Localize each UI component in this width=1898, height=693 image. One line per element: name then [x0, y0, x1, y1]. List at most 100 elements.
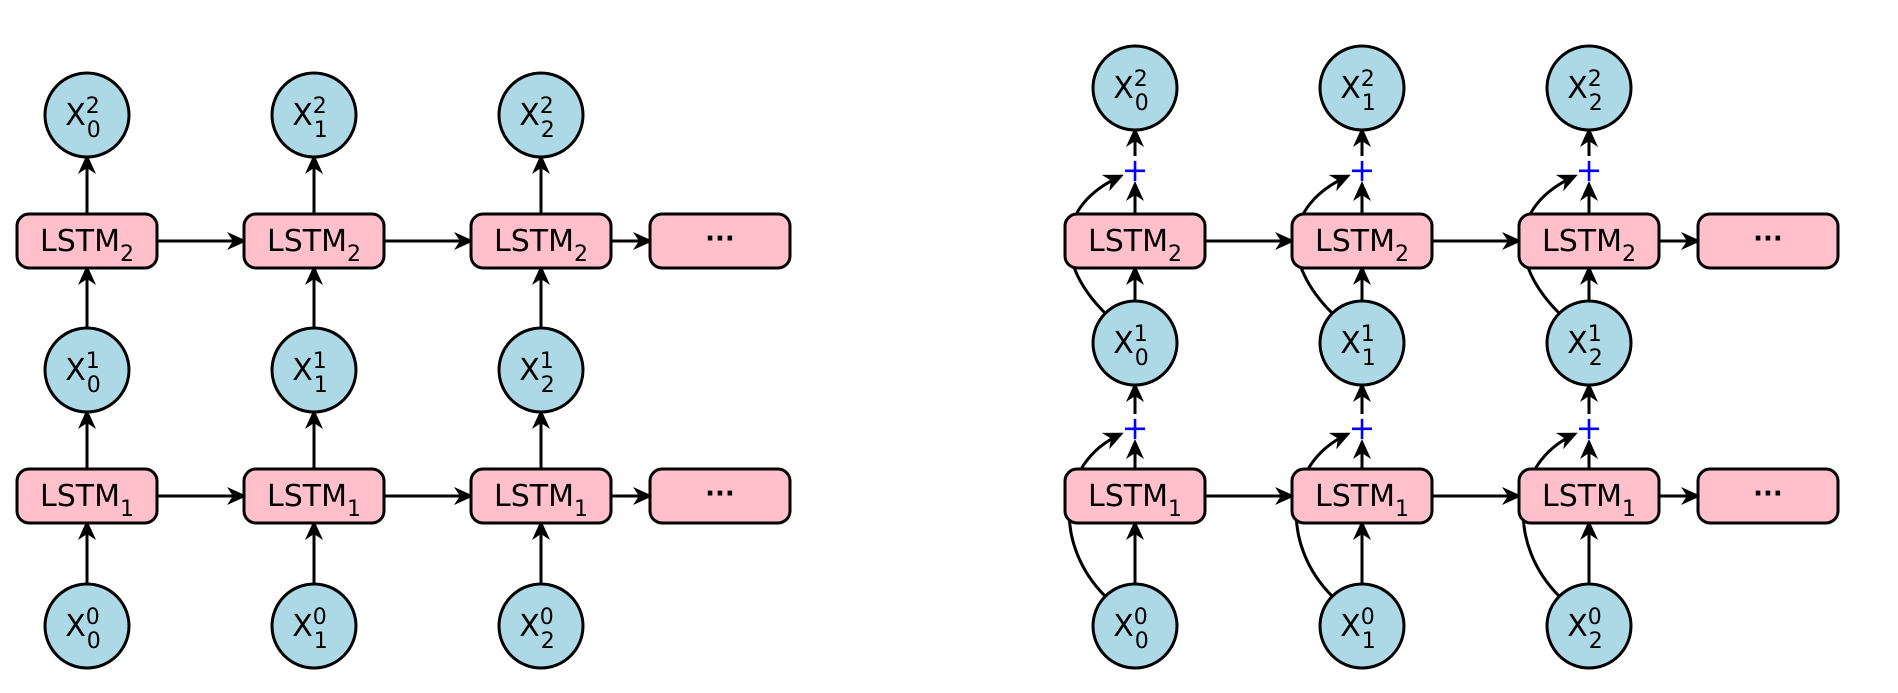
lstm-layer-2-t0: LSTM2: [1063, 212, 1207, 270]
lstm-layer-1-t0: LSTM1: [15, 467, 159, 525]
state-label-subscript: 2: [541, 118, 555, 143]
lstm-label: LSTM2: [1315, 224, 1409, 267]
state-circle: [1091, 582, 1179, 670]
state-label-superscript: 1: [1361, 322, 1375, 347]
state-circle: [497, 582, 585, 670]
state-label-base: X: [65, 353, 86, 388]
lstm-layer-1-t2: LSTM1: [469, 467, 613, 525]
lstm-label-subscript: 1: [574, 497, 588, 522]
lstm-label: LSTM1: [494, 479, 588, 522]
state-label-subscript: 0: [87, 373, 101, 398]
lstm-label-subscript: 2: [1168, 242, 1182, 267]
lstm-label: LSTM1: [267, 479, 361, 522]
state-label-subscript: 0: [1135, 629, 1149, 654]
state-circle: [1545, 44, 1633, 132]
lstm-box: [242, 212, 386, 270]
ellipsis-node: ···: [1696, 212, 1840, 270]
state-label-base: X: [1340, 609, 1361, 644]
state-label-subscript: 2: [541, 373, 555, 398]
lstm-label: LSTM2: [1542, 224, 1636, 267]
state-label-base: X: [292, 609, 313, 644]
ellipsis-label: ···: [1753, 479, 1783, 509]
lstm-label-subscript: 2: [1395, 242, 1409, 267]
state-label-subscript: 2: [541, 629, 555, 654]
state-label-base: X: [1113, 326, 1134, 361]
state-label-base: X: [1567, 71, 1588, 106]
state-label-subscript: 1: [314, 373, 328, 398]
state-label-base: X: [292, 353, 313, 388]
state-label-superscript: 0: [313, 605, 327, 630]
state-label-superscript: 2: [540, 94, 554, 119]
state-label-subscript: 0: [1135, 91, 1149, 116]
state-label-base: X: [65, 609, 86, 644]
state-circle: [1318, 582, 1406, 670]
lstm-label: LSTM1: [40, 479, 134, 522]
state-label-subscript: 0: [87, 118, 101, 143]
state-label-superscript: 1: [313, 349, 327, 374]
lstm-label-subscript: 2: [574, 242, 588, 267]
lstm-label-subscript: 2: [347, 242, 361, 267]
state-circle: [1545, 299, 1633, 387]
state-label-superscript: 1: [540, 349, 554, 374]
residual-add-plus: +: [1576, 409, 1603, 447]
state-label-base: X: [519, 98, 540, 133]
lstm-box: [1517, 467, 1661, 525]
ellipsis-box: [648, 212, 792, 270]
state-label-base: X: [1567, 609, 1588, 644]
lstm-label-base: LSTM: [494, 479, 574, 514]
lstm-box: [469, 467, 613, 525]
state-label-subscript: 0: [1135, 346, 1149, 371]
lstm-layer-1-t1: LSTM1: [1290, 467, 1434, 525]
lstm-label-base: LSTM: [1315, 479, 1395, 514]
state-label-subscript: 2: [1589, 91, 1603, 116]
state-label-superscript: 0: [540, 605, 554, 630]
state-label-base: X: [519, 609, 540, 644]
state-label-superscript: 2: [1361, 67, 1375, 92]
state-label-superscript: 0: [1134, 605, 1148, 630]
state-circle: [1318, 44, 1406, 132]
lstm-label: LSTM1: [1088, 479, 1182, 522]
state-label-subscript: 0: [87, 629, 101, 654]
state-circle: [270, 326, 358, 414]
state-label-superscript: 1: [86, 349, 100, 374]
lstm-box: [15, 212, 159, 270]
state-label-superscript: 2: [1588, 67, 1602, 92]
ellipsis-node: ···: [648, 467, 792, 525]
lstm-label: LSTM1: [1542, 479, 1636, 522]
lstm-label: LSTM2: [267, 224, 361, 267]
lstm-label-subscript: 2: [120, 242, 134, 267]
lstm-label-base: LSTM: [1088, 224, 1168, 259]
lstm-label-base: LSTM: [267, 479, 347, 514]
lstm-label-subscript: 1: [347, 497, 361, 522]
lstm-layer-2-t0: LSTM2: [15, 212, 159, 270]
state-label-superscript: 2: [86, 94, 100, 119]
state-circle: [43, 582, 131, 670]
state-label-base: X: [65, 98, 86, 133]
